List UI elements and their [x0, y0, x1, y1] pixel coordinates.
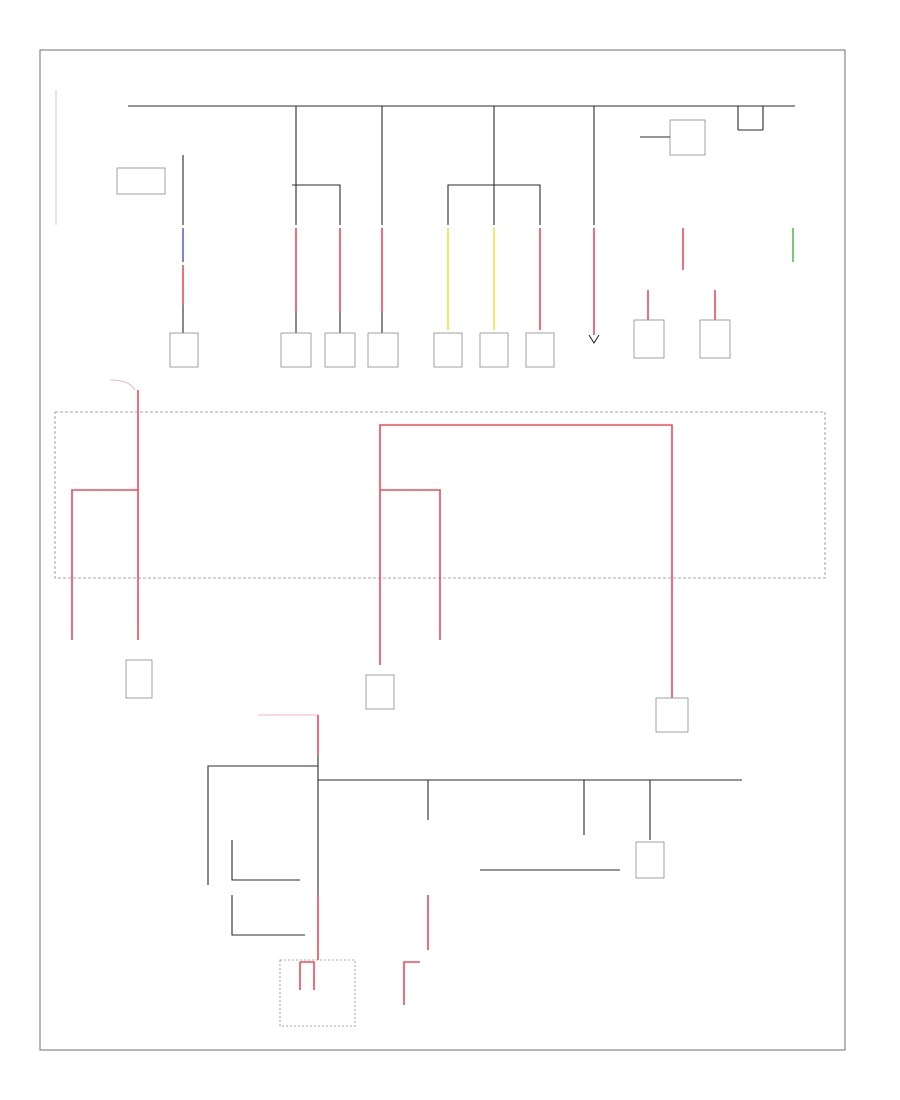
circuit-3 — [292, 184, 356, 368]
module-9 — [699, 319, 731, 359]
module-5 — [433, 332, 463, 368]
circuit-lower-4 — [635, 780, 665, 879]
module-8 — [633, 319, 665, 359]
circuit-4 — [367, 106, 399, 368]
module-3 — [324, 332, 356, 368]
circuit-7 — [633, 228, 731, 359]
module-4 — [367, 332, 399, 368]
circuit-lower-feed — [258, 714, 319, 790]
circuit-2 — [280, 106, 312, 368]
circuit-left-feed — [71, 379, 153, 699]
module-7 — [525, 332, 555, 368]
module-12 — [655, 697, 689, 733]
diagram-frame — [39, 49, 846, 1051]
top-left-relay — [116, 167, 166, 195]
circuit-1 — [116, 155, 199, 368]
module-11 — [365, 674, 395, 710]
module-1 — [169, 332, 199, 368]
circuit-5 — [433, 106, 555, 368]
top-right-relay — [640, 106, 764, 156]
module-10 — [125, 659, 153, 699]
circuit-lower-2 — [427, 780, 620, 871]
module-2 — [280, 332, 312, 368]
bottom-block — [279, 895, 429, 1027]
module-6 — [479, 332, 509, 368]
module-13 — [635, 841, 665, 879]
circuit-center — [365, 424, 689, 733]
lower-left-bracket — [207, 765, 318, 885]
circuit-6 — [588, 106, 600, 345]
